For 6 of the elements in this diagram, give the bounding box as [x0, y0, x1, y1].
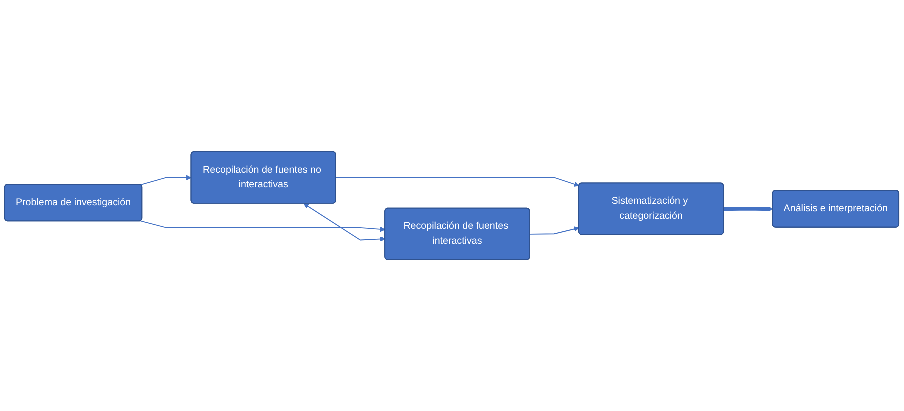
arrow: [304, 203, 386, 242]
arrow: [724, 206, 774, 212]
arrow: [140, 220, 386, 232]
arrow: [530, 226, 580, 234]
arrow: [336, 176, 580, 187]
arrow: [140, 174, 192, 186]
